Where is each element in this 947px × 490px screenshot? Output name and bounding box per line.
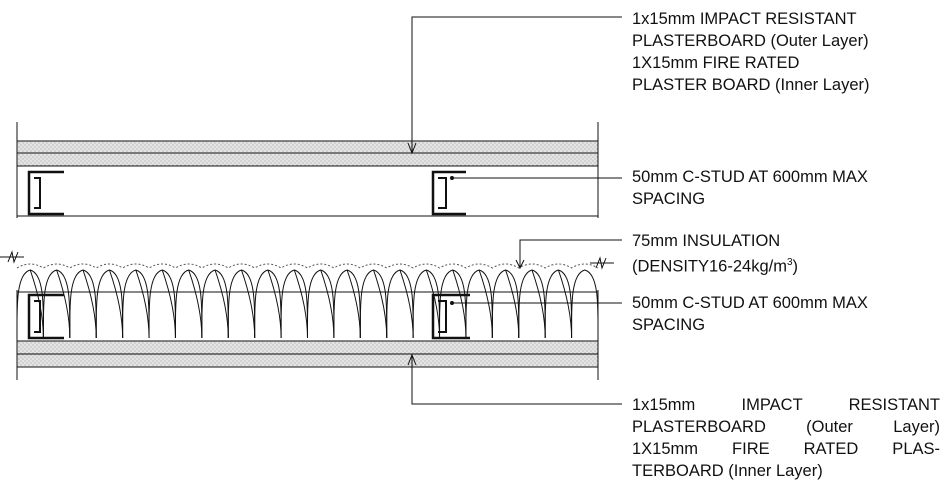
top-board-line3: 1X15mm FIRE RATED (632, 54, 800, 72)
insulation-fibre (29, 269, 44, 339)
insulation-density-superscript: 3 (786, 257, 793, 268)
bottom-board-note: 1x15mm IMPACT RESISTANT PLASTERBOARD (Ou… (632, 394, 940, 482)
lower-stud-line2: SPACING (632, 316, 706, 334)
insulation-fibre (82, 269, 97, 339)
upper-stud-left (27, 170, 64, 216)
upper-stud-line1: 50mm C-STUD AT 600mm MAX (632, 168, 868, 186)
bottom-plasterboard (16, 340, 599, 368)
bottom-board-line4: TERBOARD (Inner Layer) (632, 462, 823, 480)
insulation-density-text: (DENSITY16-24kg/m (632, 257, 787, 276)
insulation-line2: (DENSITY16-24kg/m3) (632, 252, 799, 276)
upper-stud-line2: SPACING (632, 190, 706, 208)
insulation-fibre (478, 269, 493, 339)
insulation-fibre (108, 269, 124, 339)
leader-lines (407, 16, 622, 405)
insulation-fibre (135, 269, 150, 339)
insulation-line1: 75mm INSULATION (632, 232, 781, 250)
upper-stud-right (431, 170, 466, 216)
lower-stud-note: 50mm C-STUD AT 600mm MAX SPACING (632, 292, 868, 336)
top-board-line2: PLASTERBOARD (Outer Layer) (632, 32, 869, 50)
lower-stud-right (431, 293, 470, 340)
insulation-fibre (452, 269, 467, 339)
top-board-line1: 1x15mm IMPACT RESISTANT (632, 10, 857, 28)
insulation-fibre (188, 269, 203, 339)
insulation-fibre (346, 269, 361, 339)
insulation-fibre (557, 269, 573, 339)
top-board-note: 1x15mm IMPACT RESISTANT PLASTERBOARD (Ou… (632, 8, 870, 96)
upper-stud-note: 50mm C-STUD AT 600mm MAX SPACING (632, 166, 868, 210)
insulation-fibre (214, 269, 229, 339)
top-board-line4: PLASTER BOARD (Inner Layer) (632, 76, 870, 94)
insulation-fibre (399, 269, 414, 339)
insulation-fibre (505, 269, 520, 339)
insulation-fibre (320, 269, 335, 339)
insulation-fibre (531, 269, 546, 339)
break-lines (0, 250, 614, 270)
insulation-fibre (241, 269, 256, 339)
insulation-top-edge (16, 263, 599, 269)
insulation-note: 75mm INSULATION (DENSITY16-24kg/m3) (632, 230, 799, 276)
insulation-fibre (293, 269, 308, 339)
lower-stud-left (27, 293, 64, 340)
insulation-loop (571, 269, 599, 339)
top-plasterboard (16, 140, 599, 167)
insulation-density-close: ) (792, 257, 799, 276)
insulation-fibre (373, 269, 388, 339)
insulation-fibre (267, 269, 282, 339)
insulation-fibre (161, 269, 176, 339)
lower-stud-line1: 50mm C-STUD AT 600mm MAX (632, 294, 868, 312)
bottom-board-line3: 1X15mm FIRE RATED PLAS- (632, 440, 940, 458)
insulation-fibre (56, 269, 71, 339)
insulation-batt (16, 263, 599, 339)
bottom-board-line2: PLASTERBOARD (Outer Layer) (632, 418, 940, 436)
bottom-board-line1: 1x15mm IMPACT RESISTANT (632, 396, 940, 414)
